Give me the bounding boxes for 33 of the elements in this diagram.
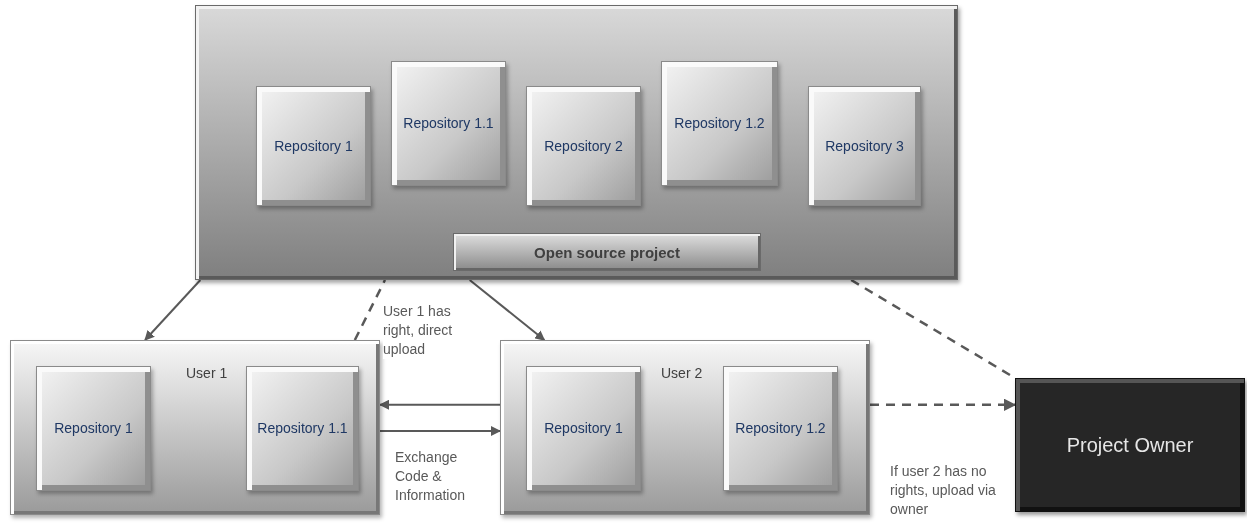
box-label: Open source project: [534, 243, 680, 261]
repository-box: [808, 86, 921, 206]
owner-box: [1015, 378, 1245, 512]
arrow: [379, 399, 501, 410]
user-panel: [10, 340, 380, 515]
dashed-connector: [870, 398, 1017, 412]
repository-box: [526, 366, 641, 491]
repository-box: [661, 61, 778, 186]
panel-title: User 1: [186, 365, 228, 381]
repository-box: [723, 366, 838, 491]
arrow: [379, 426, 501, 436]
repository-box: [256, 86, 371, 206]
box-label: Project Owner: [1066, 433, 1194, 457]
repository-box: [391, 61, 506, 186]
panel-title: User 2: [661, 365, 703, 381]
repository-box: [36, 366, 151, 491]
box-label: Repository 1.1: [402, 114, 495, 134]
box-label: Repository 1: [273, 136, 354, 156]
user-panel: [500, 340, 870, 515]
box-label: Repository 1: [543, 419, 624, 439]
box-label: Repository 1: [53, 419, 134, 439]
git-panel: [195, 5, 958, 280]
project-bar: [453, 233, 761, 271]
box-label: Repository 1.1: [256, 419, 349, 439]
box-label: Repository 2: [543, 136, 624, 156]
box-label: Repository 1.2: [673, 114, 766, 134]
box-label: Repository 1.2: [734, 419, 827, 439]
repository-box: [526, 86, 641, 206]
repository-box: [246, 366, 359, 491]
dashed-connector: [353, 279, 387, 341]
box-label: Repository 3: [824, 136, 905, 156]
arrow: [468, 279, 546, 341]
arrow: [144, 279, 202, 341]
